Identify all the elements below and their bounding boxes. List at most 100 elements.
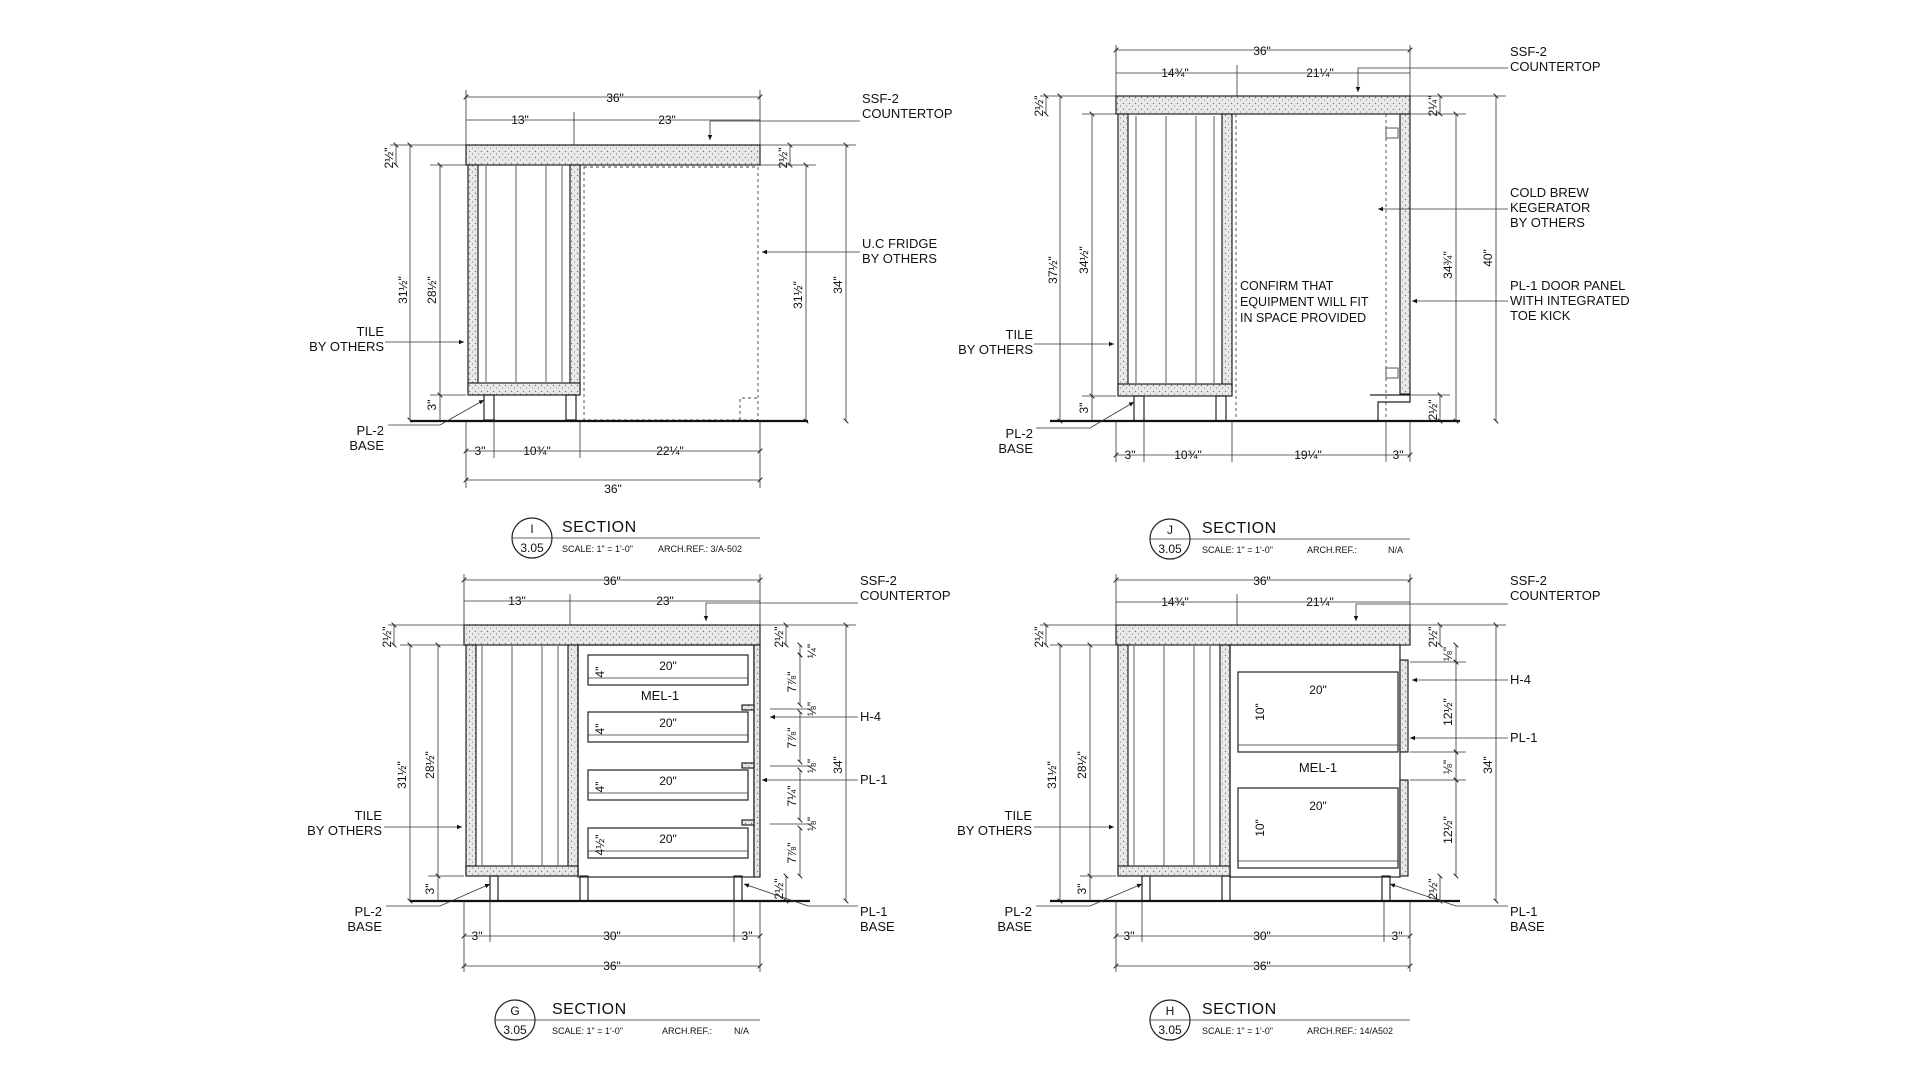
- dim-g-r11: 34": [831, 756, 845, 774]
- note-j-2: EQUIPMENT WILL FIT: [1240, 295, 1369, 309]
- bubble-j-letter: J: [1167, 523, 1173, 537]
- dim-i-b4: 36": [604, 482, 622, 496]
- bubble-g-letter: G: [510, 1004, 519, 1018]
- dim-h-d1: 20": [1309, 683, 1327, 697]
- drawer-g-1: [587, 654, 749, 686]
- dim-g-r8: ⅛": [805, 817, 819, 831]
- section-h: 36" 14¾" 21¼" 20" 20" 10" 10" MEL-1: [957, 573, 1601, 1041]
- drawer-g-2: [587, 711, 749, 743]
- dim-h-r3: 12½": [1441, 698, 1455, 726]
- dim-g-r4: ⅛": [805, 702, 819, 716]
- dim-g-h1: 2½": [380, 627, 394, 648]
- dim-g-r2: ¼": [805, 644, 819, 658]
- label-i-tile: TILE: [357, 324, 385, 339]
- dim-j-b4: 3": [1393, 448, 1404, 462]
- bubble-i-sheet: 3.05: [520, 541, 544, 555]
- dim-j-21: 21¼": [1306, 66, 1334, 80]
- section-j-title: SECTION: [1202, 520, 1277, 537]
- dim-h-r1: 2½": [1426, 627, 1440, 648]
- label-h-h4: H-4: [1510, 672, 1531, 687]
- dim-g-13: 13": [508, 594, 526, 608]
- dim-h-dh1: 10": [1253, 703, 1267, 721]
- label-j-tile: TILE: [1006, 327, 1034, 342]
- dim-g-r3: 7⅞": [785, 672, 799, 693]
- label-h-pl1: PL-1: [1510, 730, 1537, 745]
- dim-h-h1: 2½": [1032, 627, 1046, 648]
- bubble-j-sheet: 3.05: [1158, 542, 1182, 556]
- dim-j-h1: 2½": [1032, 96, 1046, 117]
- base-i: [483, 394, 495, 421]
- dim-h-r6: 2½": [1426, 879, 1440, 900]
- section-g-title: SECTION: [552, 1001, 627, 1018]
- label-g-ssf2: SSF-2: [860, 573, 897, 588]
- dim-i-h1: 2½": [382, 148, 396, 169]
- bubble-g-sheet: 3.05: [503, 1023, 527, 1037]
- label-j-toekick: TOE KICK: [1510, 308, 1571, 323]
- section-j-scale: SCALE: 1" = 1'-0": [1202, 545, 1273, 555]
- label-h-pl2: PL-2: [1005, 904, 1032, 919]
- cabinet-side-g: [465, 644, 477, 874]
- dim-g-d4: 20": [659, 832, 677, 846]
- dim-j-h2: 37½": [1046, 256, 1060, 284]
- dim-h-h2: 31½": [1045, 761, 1059, 789]
- dim-g-r5: 7⅞": [785, 728, 799, 749]
- section-j-archref: ARCH.REF.:: [1307, 545, 1357, 555]
- dim-g-b4: 36": [603, 959, 621, 973]
- label-g-pl1-base: PL-1: [860, 904, 887, 919]
- label-h-tile-by: BY OTHERS: [957, 823, 1032, 838]
- label-h-mel1: MEL-1: [1299, 760, 1337, 775]
- dim-j-r2: 34¾": [1441, 251, 1455, 279]
- cabinet-side-i-right: [569, 164, 581, 391]
- dim-i-b2: 10¾": [523, 444, 551, 458]
- dim-h-14: 14¾": [1161, 595, 1189, 609]
- section-g-archref-value: N/A: [734, 1026, 749, 1036]
- cabinet-bottom-h: [1117, 865, 1231, 877]
- dim-j-b3: 19¼": [1294, 448, 1322, 462]
- dim-h-r2: ⅛": [1441, 647, 1455, 661]
- cabinet-divider-g: [567, 644, 579, 876]
- drawer-g-3: [587, 769, 749, 801]
- drawer-box-h: [1229, 644, 1401, 878]
- dim-h-b2: 30": [1253, 929, 1271, 943]
- section-j-archref-value: N/A: [1388, 545, 1403, 555]
- dim-g-r1: 2½": [772, 627, 786, 648]
- dim-g-b2: 30": [603, 929, 621, 943]
- dim-g-r6: ⅛": [805, 759, 819, 773]
- label-g-h4: H-4: [860, 709, 881, 724]
- label-h-ssf2: SSF-2: [1510, 573, 1547, 588]
- dim-i-23: 23": [658, 113, 676, 127]
- dim-h-dh2: 10": [1253, 819, 1267, 837]
- label-h-base: BASE: [997, 919, 1032, 934]
- bubble-i-letter: I: [530, 522, 533, 536]
- label-h-tile: TILE: [1005, 808, 1033, 823]
- cabinet-divider-h: [1219, 644, 1231, 876]
- label-g-pl2: PL-2: [355, 904, 382, 919]
- dim-j-14: 14¾": [1161, 66, 1189, 80]
- cabinet-bottom-j: [1117, 383, 1233, 397]
- dim-g-b1: 3": [472, 929, 483, 943]
- dim-i-b3: 22¼": [656, 444, 684, 458]
- label-j-ssf2: SSF-2: [1510, 44, 1547, 59]
- dim-j-b2: 10¾": [1174, 448, 1202, 462]
- dim-g-d3: 20": [659, 774, 677, 788]
- label-i-fridge: U.C FRIDGE: [862, 236, 937, 251]
- dim-g-r9: 7⅞": [785, 843, 799, 864]
- label-g-base: BASE: [347, 919, 382, 934]
- dim-g-dh2: 4": [593, 724, 607, 735]
- dim-h-36: 36": [1253, 574, 1271, 588]
- section-g-scale: SCALE: 1" = 1'-0": [552, 1026, 623, 1036]
- cabinet-side-j-right: [1221, 113, 1233, 391]
- dim-j-r4: 2½": [1426, 400, 1440, 421]
- label-g-tile: TILE: [355, 808, 383, 823]
- dim-j-h3: 34½": [1077, 246, 1091, 274]
- label-j-coldbrew: COLD BREW: [1510, 185, 1589, 200]
- cabinet-bottom-i: [467, 382, 581, 396]
- dim-j-h4: 3": [1077, 403, 1091, 414]
- section-g: 36" 13" 23" 20" 20" 20" 20" 4" 4" 4" 4½"…: [307, 573, 951, 1041]
- section-i: 36" 13" 23" 2½" 31½" 28½" 3": [309, 90, 953, 559]
- dim-i-13: 13": [511, 113, 529, 127]
- dim-h-h3: 28½": [1075, 751, 1089, 779]
- countertop-j: [1115, 95, 1411, 115]
- bubble-h-letter: H: [1166, 1004, 1175, 1018]
